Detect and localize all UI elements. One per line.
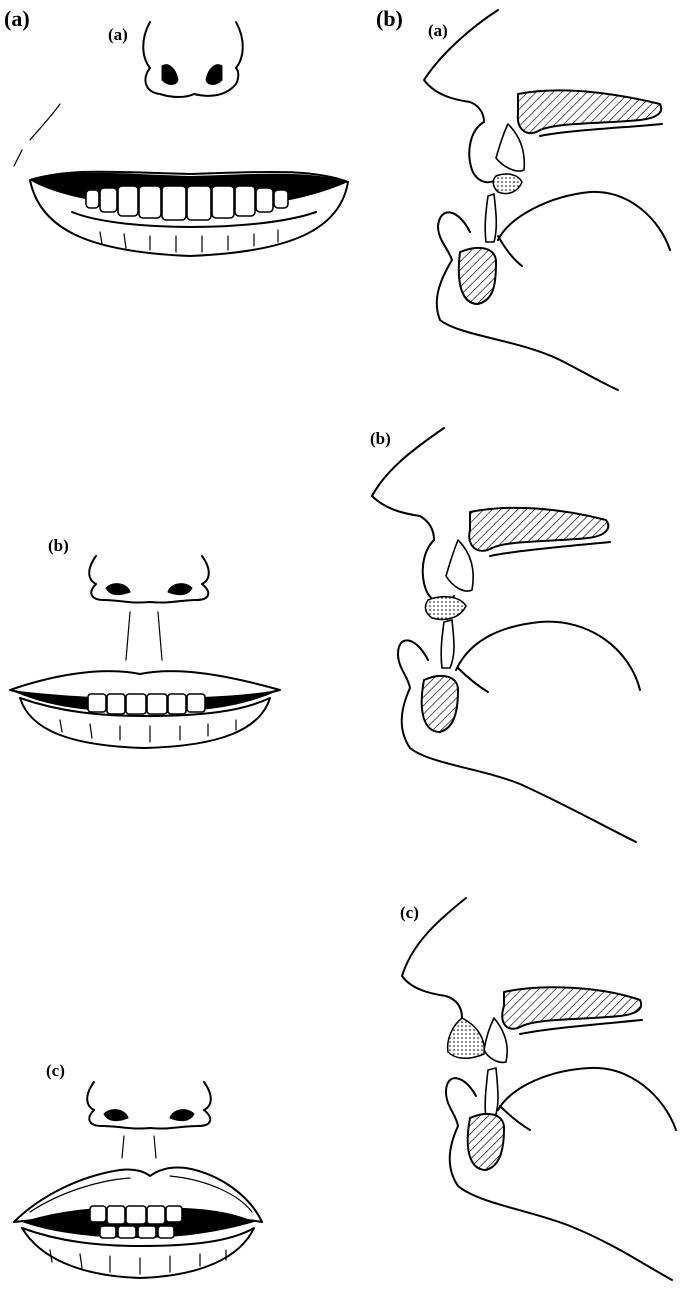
slightly-open-mouth xyxy=(10,671,280,748)
side-view-b xyxy=(372,428,640,842)
side-view-a xyxy=(424,10,670,390)
mandible-section xyxy=(468,1114,504,1170)
tongue-surface xyxy=(498,192,670,250)
nose-profile xyxy=(424,10,498,122)
lip-contact xyxy=(425,597,466,620)
tongue-surface xyxy=(456,622,640,690)
front-view-a xyxy=(14,22,348,256)
lower-lip-chin-profile xyxy=(446,1078,672,1280)
philtrum-lines xyxy=(126,612,162,660)
side-view-c xyxy=(402,898,676,1280)
upper-incisor xyxy=(446,540,473,591)
lower-incisor xyxy=(485,194,496,242)
nose-profile xyxy=(372,428,444,540)
nose-profile xyxy=(402,898,466,1018)
philtrum-lines xyxy=(122,1136,156,1158)
front-view-c xyxy=(14,1082,262,1278)
protruded-upper-lip xyxy=(448,1018,485,1058)
mandible-section xyxy=(422,676,458,732)
upper-incisor xyxy=(496,124,524,171)
mandible-section xyxy=(459,248,496,304)
nose-icon xyxy=(143,22,243,97)
cheek-marks xyxy=(14,104,60,166)
lower-lip-chin-profile xyxy=(437,212,618,390)
tongue-tip xyxy=(498,236,522,266)
protruded-mouth xyxy=(14,1167,262,1278)
lower-lip-chin-profile xyxy=(398,640,636,842)
nose-icon xyxy=(89,556,209,603)
nose-icon xyxy=(87,1082,211,1129)
lower-incisor xyxy=(485,1068,498,1120)
smiling-mouth xyxy=(30,172,348,256)
tongue-surface xyxy=(498,1068,676,1130)
front-view-b xyxy=(10,556,280,748)
lip-contact xyxy=(493,174,522,194)
upper-lip-profile xyxy=(469,122,500,182)
tongue-tip xyxy=(458,668,488,692)
lower-incisor xyxy=(441,620,454,668)
